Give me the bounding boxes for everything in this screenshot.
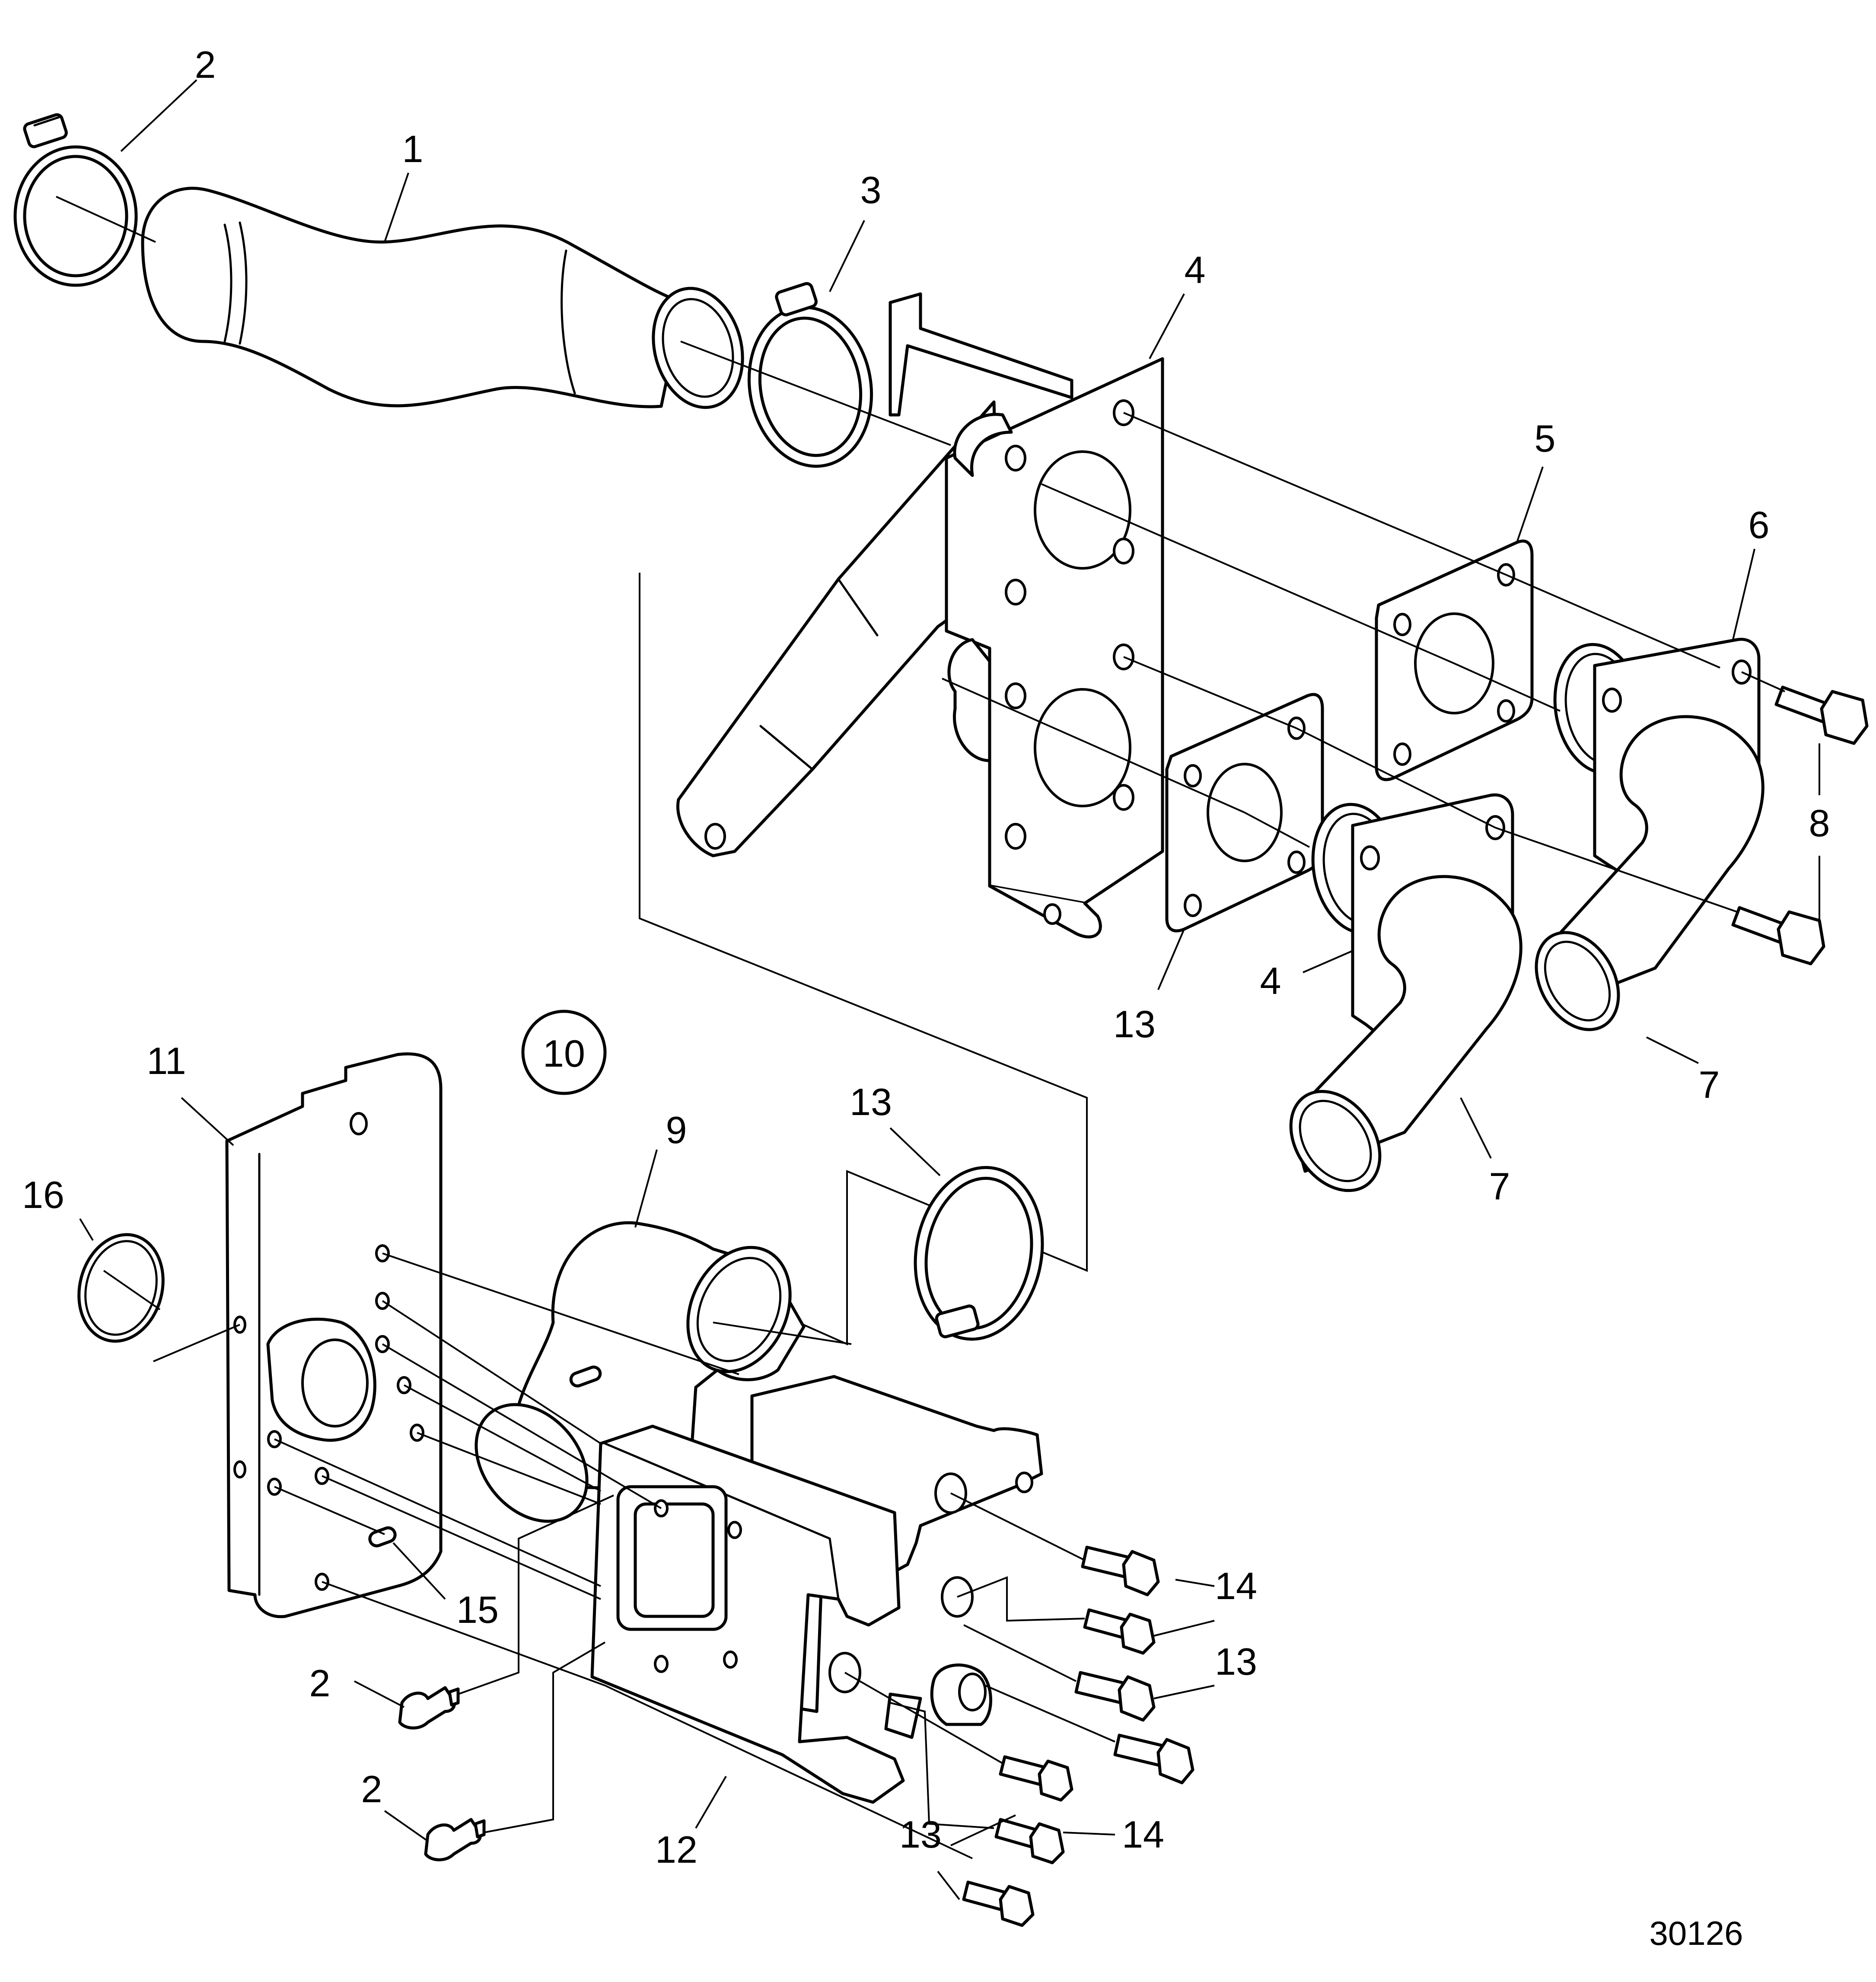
callout-8: 8 [1809,802,1830,844]
figure-number: 30126 [1650,1914,1743,1952]
callout-1: 1 [402,127,424,170]
bolt-lower-left-1 [398,1686,460,1730]
callout-7-right: 7 [1699,1063,1720,1106]
callout-11: 11 [147,1039,186,1082]
flange-bolt-lower [1731,906,1825,966]
group-marker-label: 10 [543,1032,585,1075]
pump-casing [590,1375,1043,1804]
bolt-right-6 [994,1818,1065,1864]
bolt-lower-left-2 [424,1818,486,1861]
callout-5: 5 [1535,417,1556,460]
callout-13-clamp: 13 [850,1080,892,1123]
bolt-right-5 [999,1755,1073,1802]
group-marker-circle [521,1010,607,1095]
assembly-lines [56,196,1785,1859]
mounting-bracket [676,292,1164,939]
callout-2-left-1: 2 [309,1662,331,1705]
callout-labels: 2 1 3 4 5 6 8 13 4 7 7 11 9 13 16 15 2 2… [22,43,1830,1871]
callout-13-bottom: 13 [899,1813,942,1856]
o-ring [77,1233,165,1343]
callout-2-left-2: 2 [361,1768,382,1810]
callout-7-middle: 7 [1489,1165,1510,1208]
elbow-pipe [475,1221,806,1523]
hose-clamp-top-left [13,113,138,287]
back-plate [225,1052,443,1619]
callout-13-gasket: 13 [1113,1003,1156,1045]
bolt-right-3 [1074,1671,1156,1722]
dowel-pin [368,1526,397,1548]
callout-9: 9 [666,1109,687,1151]
callout-14-bottom: 14 [1122,1813,1164,1856]
gasket-upper [1375,539,1534,781]
callout-13-right: 13 [1215,1640,1257,1683]
elbow-fitting-right [1535,637,1765,1031]
callout-12: 12 [655,1828,698,1871]
callout-14-top: 14 [1215,1565,1257,1607]
o-ring-inner [84,1240,158,1336]
bolt-right-2 [1083,1608,1156,1655]
hose-clamp-center [747,282,873,468]
callout-4-top: 4 [1185,249,1206,291]
callout-15: 15 [456,1588,499,1631]
callout-3: 3 [860,169,882,211]
bolt-right-7 [962,1880,1035,1927]
bolt-right-4 [1113,1733,1194,1784]
flange-bolt-upper [1774,685,1869,745]
callout-6: 6 [1749,503,1770,546]
callout-16: 16 [22,1173,64,1216]
callout-4-middle: 4 [1260,959,1281,1002]
callout-2-top: 2 [195,43,216,86]
hose-clamp-lower [914,1166,1044,1341]
bolt-right-1 [1081,1545,1160,1596]
callout-leaders [79,79,1820,1900]
coolant-hose [141,187,744,409]
